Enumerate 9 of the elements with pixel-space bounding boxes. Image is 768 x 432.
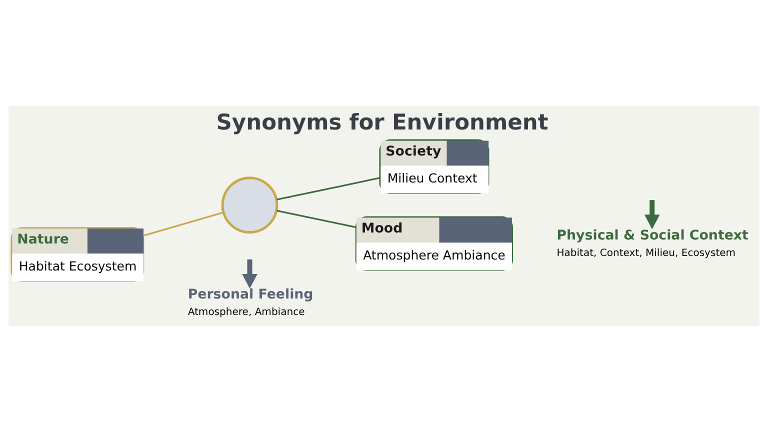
node-text: Physical & Social Context Habitat, Context, Milieu, Ecosystem (556, 228, 748, 259)
connector (143, 212, 224, 236)
arrow (242, 259, 258, 289)
node-text: Personal Feeling Atmosphere, Ambiance (188, 288, 314, 318)
diagram-title: Synonyms for Environment (216, 110, 548, 136)
node-circle (221, 176, 278, 234)
connector (276, 177, 380, 200)
arrow (644, 200, 660, 230)
connector (276, 210, 356, 228)
